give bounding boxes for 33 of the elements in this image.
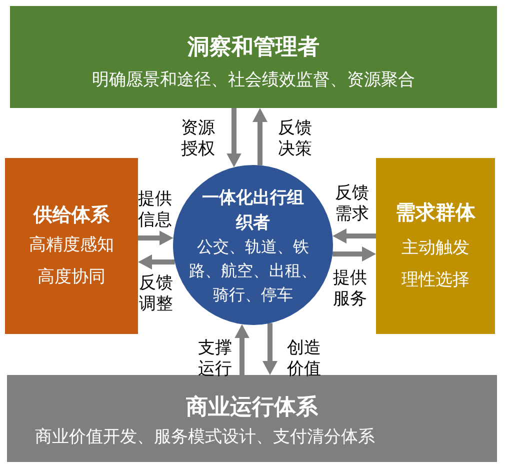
edge-label: 资源授权 [181,117,216,159]
box-text: 商业价值开发、服务模式设计、支付清分体系 [35,426,375,448]
arrow [138,254,175,270]
box-title: 需求群体 [396,201,476,225]
arrow [332,246,376,262]
box-title: 洞察和管理者 [188,33,320,61]
box-text: 明确愿景和途径、社会绩效监督、资源聚合 [92,69,415,91]
edge-label: 提供信息 [138,188,173,230]
box-title: 商业运行体系 [186,393,318,421]
arrow [234,324,250,375]
role-box [7,375,497,462]
box-text: 主动触发 [402,237,470,259]
box-text: 高精度感知 [29,234,114,256]
edge-label: 支撑运行 [198,337,233,379]
edge-label: 反馈决策 [278,117,313,159]
box-text: 高度协同 [38,266,106,288]
arrow [252,108,268,166]
box-text: 理性选择 [402,269,470,291]
arrow [262,323,278,375]
edge-label: 反馈需求 [335,182,370,224]
edge-label: 提供服务 [333,267,368,309]
box-title: 供给体系 [34,204,110,228]
box-text: 公交、轨道、铁路、航空、出租、骑行、停车 [188,238,318,306]
edge-label: 反馈调整 [139,272,174,314]
role-box [376,158,495,334]
arrow [226,108,242,168]
box-title: 一体化出行组织者 [201,187,305,234]
edge-label: 创造价值 [287,337,322,379]
arrow [332,228,376,244]
role-box [10,6,497,108]
arrow [138,230,174,246]
hub-circle [173,165,333,325]
role-box [5,158,138,334]
